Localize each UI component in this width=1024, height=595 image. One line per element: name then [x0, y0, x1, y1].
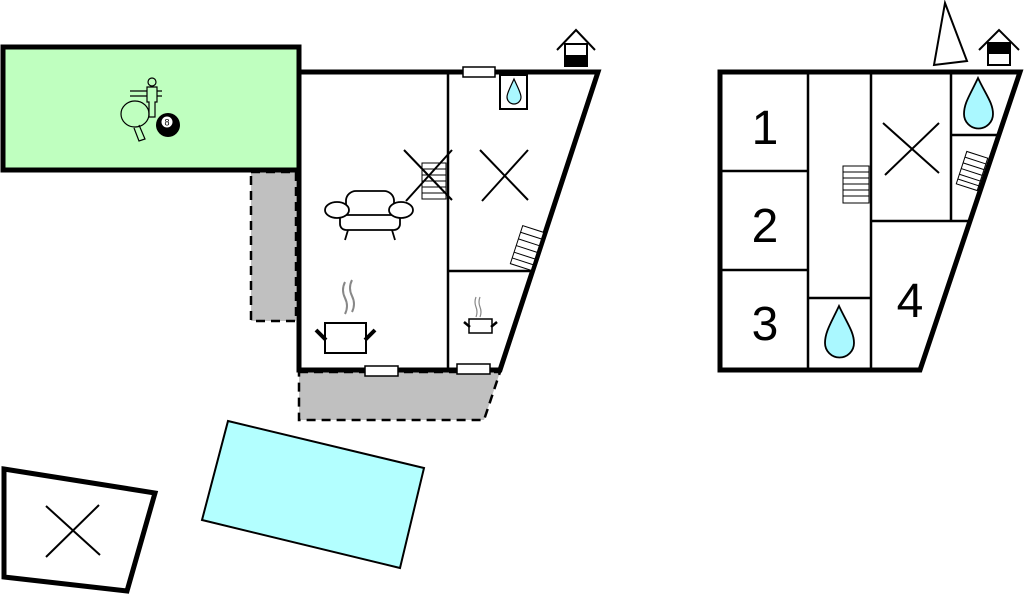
house-entrance-icon — [556, 28, 596, 67]
stairs-icon — [509, 224, 545, 272]
water-icon — [963, 75, 994, 130]
north-arrow-icon — [932, 0, 969, 67]
swimming-pool — [200, 419, 426, 570]
water-icon — [506, 77, 522, 105]
sofa-icon — [324, 190, 414, 241]
bed-cross-icon — [882, 122, 940, 176]
room-label-1: 1 — [752, 102, 779, 155]
kitchen-pot-icon — [463, 296, 498, 334]
window — [364, 365, 399, 377]
room-label-4: 4 — [897, 275, 924, 328]
kitchen-pot-icon — [314, 279, 377, 354]
svg-text:8: 8 — [164, 118, 169, 128]
room-label-3: 3 — [752, 298, 779, 351]
bed-cross-icon — [403, 149, 453, 202]
stairs-icon — [842, 165, 870, 204]
interior-walls — [720, 72, 998, 370]
front-terrace — [297, 370, 502, 422]
window — [456, 363, 491, 375]
foosball-icon — [130, 77, 162, 118]
house-entrance-icon — [978, 28, 1020, 66]
room-label-2: 2 — [752, 200, 779, 253]
water-icon — [824, 303, 855, 359]
stairs-icon — [955, 150, 989, 192]
billiard-ball-icon: 8 — [156, 113, 180, 137]
ping-pong-icon — [120, 100, 150, 142]
side-terrace — [249, 170, 298, 323]
bed-cross-icon — [479, 149, 529, 202]
bed-cross-icon — [45, 504, 101, 558]
window — [462, 66, 496, 78]
outbuilding — [1, 466, 159, 594]
